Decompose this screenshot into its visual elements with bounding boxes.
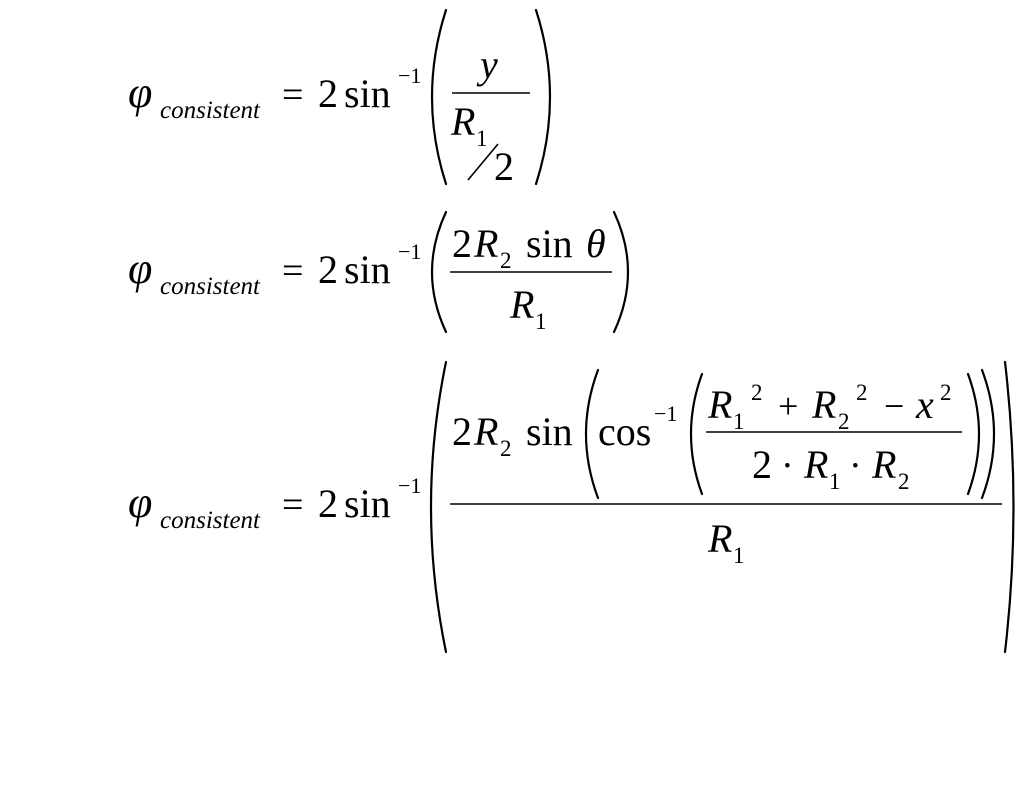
r2-variable: R [473, 221, 498, 266]
sin-function: sin [344, 71, 391, 116]
cos-left-paren [689, 372, 704, 496]
numerator-two: 2 [452, 409, 472, 454]
consistent-subscript: consistent [160, 273, 261, 300]
cos-function: cos [598, 409, 651, 454]
coefficient-two: 2 [318, 71, 338, 116]
r1-variable: R [450, 99, 475, 144]
theta-symbol: θ [586, 221, 606, 266]
sin-right-paren [980, 368, 996, 500]
equals-sign: = [282, 74, 303, 116]
r1-variable: R [509, 282, 534, 327]
sin-function: sin [526, 221, 573, 266]
coefficient-two: 2 [318, 247, 338, 292]
inverse-exponent: −1 [398, 473, 421, 498]
r1-subscript: 1 [535, 309, 547, 334]
r1-variable: R [803, 442, 828, 487]
inverse-exponent: −1 [398, 63, 421, 88]
right-paren [534, 8, 552, 186]
phi-symbol: φ [128, 244, 152, 293]
equation-3: φ consistent = 2 sin −1 2 R 2 sin cos −1… [128, 360, 1015, 654]
r1-variable: R [707, 382, 732, 427]
r2-subscript: 2 [500, 436, 512, 461]
r1-subscript: 1 [829, 469, 841, 494]
r1-subscript: 1 [733, 543, 745, 568]
r2-variable: R [871, 442, 896, 487]
equation-2: φ consistent = 2 sin −1 2 R 2 sin θ R 1 [128, 210, 630, 334]
consistent-subscript: consistent [160, 507, 261, 534]
r1-subscript: 1 [476, 126, 488, 151]
x-squared: 2 [940, 380, 952, 405]
r2-subscript: 2 [838, 409, 850, 434]
inverse-exponent: −1 [654, 401, 677, 426]
denominator-two: 2 [752, 442, 772, 487]
r2-squared: 2 [856, 380, 868, 405]
minus-sign: − [884, 386, 904, 426]
x-variable: x [915, 382, 934, 427]
r2-variable: R [811, 382, 836, 427]
left-paren [430, 8, 448, 186]
inverse-exponent: −1 [398, 239, 421, 264]
consistent-subscript: consistent [160, 97, 261, 124]
left-paren [430, 210, 448, 334]
phi-symbol: φ [128, 68, 152, 117]
sin-function: sin [344, 481, 391, 526]
coefficient-two: 2 [318, 481, 338, 526]
cos-right-paren [966, 372, 981, 496]
cdot: · [849, 445, 862, 487]
left-paren [429, 360, 448, 654]
numerator-y: y [476, 42, 498, 87]
r2-subscript: 2 [898, 469, 910, 494]
r2-subscript: 2 [500, 248, 512, 273]
sin-function: sin [526, 409, 573, 454]
right-paren [612, 210, 630, 334]
sin-left-paren [584, 368, 600, 500]
sin-function: sin [344, 247, 391, 292]
r1-subscript: 1 [733, 409, 745, 434]
equals-sign: = [282, 250, 303, 292]
equals-sign: = [282, 484, 303, 526]
numerator-two: 2 [452, 221, 472, 266]
slash-divider [467, 143, 499, 181]
r1-squared: 2 [751, 380, 763, 405]
cdot: · [781, 445, 794, 487]
denominator-two: 2 [494, 144, 514, 189]
r1-variable: R [707, 516, 732, 561]
r2-variable: R [473, 409, 498, 454]
plus-sign: + [778, 386, 798, 426]
right-paren [1003, 360, 1015, 654]
equation-1: φ consistent = 2 sin −1 y R 1 2 [128, 8, 552, 189]
phi-symbol: φ [128, 478, 152, 527]
